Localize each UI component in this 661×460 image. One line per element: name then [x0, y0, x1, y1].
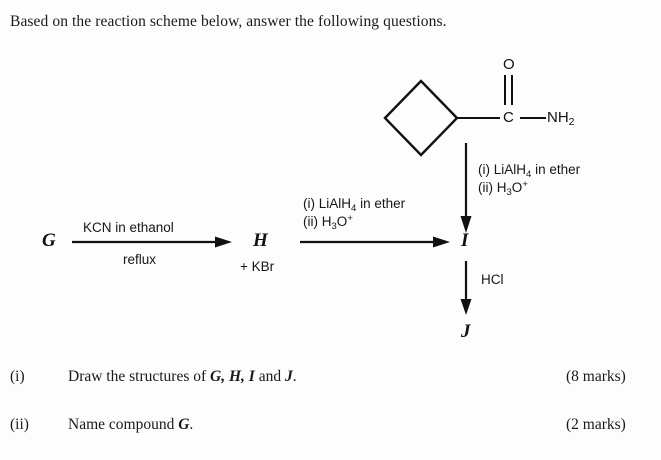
question-1-compounds-1: G, H, I: [210, 368, 255, 385]
step2-reagent-1-prefix: (i) LiAlH: [303, 196, 352, 211]
question-1-text-middle: and: [254, 368, 285, 385]
cyclobutane-ring: [383, 79, 459, 157]
question-2-text-after: .: [189, 416, 194, 433]
amide-to-i-arrow: [460, 143, 472, 233]
question-2-number: (ii): [10, 416, 29, 433]
compound-h-label: H: [253, 230, 268, 251]
compound-i-label: I: [461, 230, 469, 251]
question-2-text: Name compound G.: [68, 416, 193, 434]
amide-reagent-line-2: (ii) H3O+: [478, 178, 580, 198]
amide-reagent-1-suffix: in ether: [531, 162, 581, 177]
question-1-marks: (8 marks): [566, 368, 626, 385]
step3-reagent-hcl: HCl: [481, 272, 504, 287]
amide-h-count: 2: [568, 116, 575, 128]
amide-step-reagents: (i) LiAlH4 in ether (ii) H3O+: [478, 162, 580, 198]
question-2-marks: (2 marks): [566, 416, 626, 433]
question-1-compounds-2: J: [284, 368, 293, 385]
carbonyl-carbon-label: C: [503, 109, 514, 126]
carbonyl-double-bond-left: [504, 75, 506, 105]
amide-reagent-1-prefix: (i) LiAlH: [478, 162, 527, 177]
compound-g-label: G: [42, 230, 56, 251]
step2-reagent-line-1: (i) LiAlH4 in ether: [303, 196, 405, 214]
amide-reagent-2-prefix: (ii) H: [478, 179, 507, 195]
step2-reagents: (i) LiAlH4 in ether (ii) H3O+: [303, 196, 405, 232]
amide-reagent-2-sub: 3: [506, 186, 512, 198]
g-to-h-arrow: [72, 236, 232, 248]
step2-reagent-1-suffix: in ether: [356, 196, 406, 211]
step1-condition-below: reflux: [123, 252, 157, 267]
carbonyl-to-nitrogen-bond: [520, 117, 546, 119]
page-header-text: Based on the reaction scheme below, answ…: [10, 13, 447, 30]
step2-reagent-1-sub: 4: [351, 203, 357, 214]
h-to-i-arrow: [300, 236, 450, 248]
question-1-text-before: Draw the structures of: [68, 368, 211, 385]
amide-reagent-2-sup: +: [522, 178, 528, 190]
ring-to-carbonyl-bond: [456, 117, 500, 119]
question-2-text-before: Name compound: [68, 416, 179, 433]
step2-reagent-2-sub: 3: [331, 220, 337, 232]
step2-reagent-2-mid: O: [336, 213, 348, 229]
byproduct-kbr-label: + KBr: [240, 259, 275, 274]
step2-reagent-2-prefix: (ii) H: [303, 213, 332, 229]
question-1-text: Draw the structures of G, H, I and J.: [68, 368, 297, 386]
question-2-compounds-1: G: [178, 416, 190, 433]
step1-reagent-above: KCN in ethanol: [83, 220, 174, 235]
amide-reagent-1-sub: 4: [526, 169, 532, 180]
question-1-text-after: .: [292, 368, 297, 385]
step2-reagent-line-2: (ii) H3O+: [303, 212, 405, 232]
question-1-number: (i): [10, 368, 25, 385]
amide-reagent-line-1: (i) LiAlH4 in ether: [478, 162, 580, 180]
amide-nh2-label: NH2: [547, 109, 575, 128]
cyclobutanecarboxamide-structure: C O NH2: [380, 55, 600, 157]
i-to-j-arrow: [460, 261, 472, 315]
step2-reagent-2-sup: +: [347, 212, 353, 224]
carbonyl-double-bond-right: [511, 75, 513, 105]
oxygen-label: O: [503, 56, 515, 73]
amide-n-h-text: NH: [547, 109, 569, 126]
amide-reagent-2-mid: O: [511, 179, 523, 195]
compound-j-label: J: [461, 321, 471, 342]
